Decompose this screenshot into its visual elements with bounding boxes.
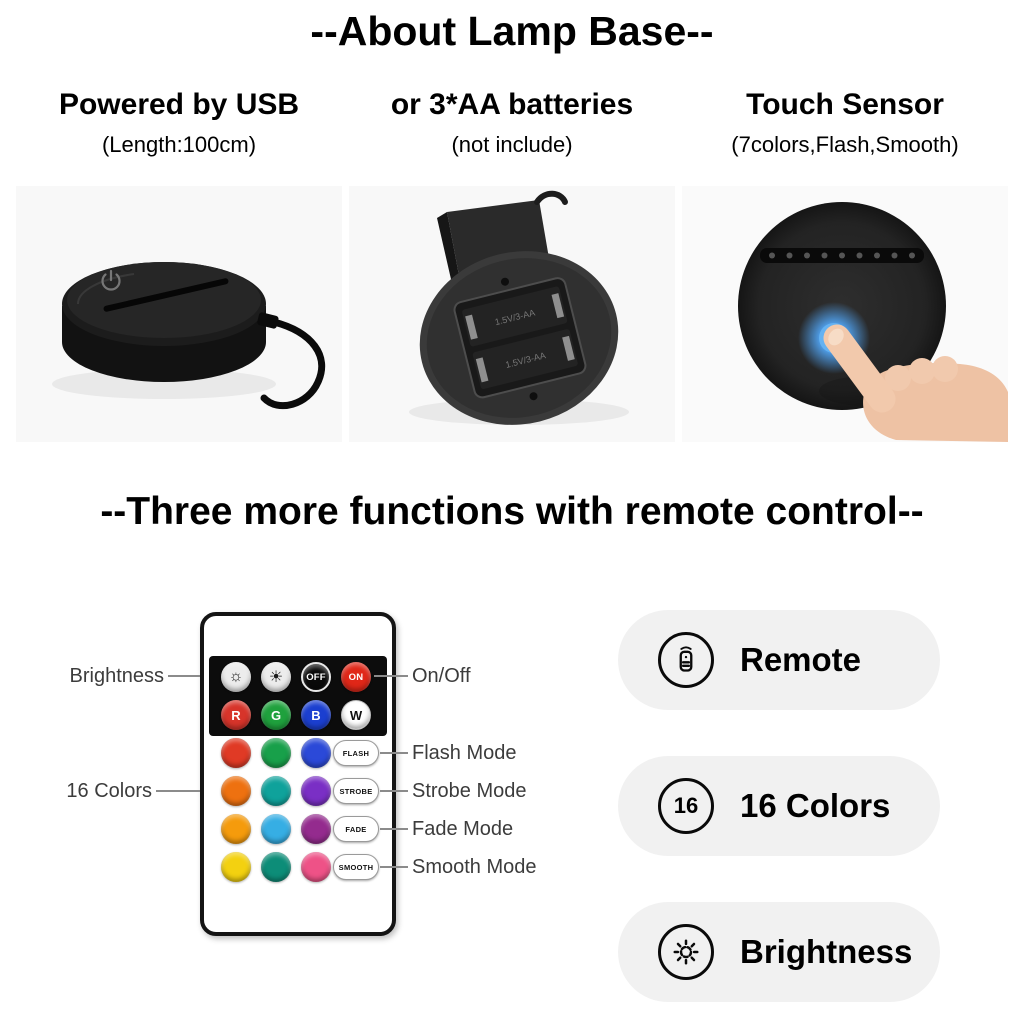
- color-button: [261, 738, 291, 768]
- usb-base-illustration: [16, 186, 342, 442]
- badge-label: 16 Colors: [740, 787, 891, 824]
- feature-heading: or 3*AA batteries: [390, 88, 634, 121]
- color-button: [301, 814, 331, 844]
- feature-usb: Powered by USB (Length:100cm): [16, 68, 342, 442]
- callout-flash-mode: Flash Mode: [412, 742, 517, 764]
- blue-button: B: [301, 700, 331, 730]
- color-button: [301, 738, 331, 768]
- badge-brightness: Brightness: [618, 902, 940, 1002]
- callout-strobe-mode: Strobe Mode: [412, 780, 527, 802]
- callout-line: [168, 675, 200, 677]
- fade-button: FADE: [333, 816, 379, 842]
- feature-heading: Powered by USB: [58, 88, 300, 121]
- feature-touch: Touch Sensor (7colors,Flash,Smooth): [682, 68, 1008, 442]
- green-button: G: [261, 700, 291, 730]
- flash-button: FLASH: [333, 740, 379, 766]
- on-button: ON: [341, 662, 371, 692]
- strobe-button: STROBE: [333, 778, 379, 804]
- color-button: [221, 814, 251, 844]
- color-button: [261, 852, 291, 882]
- callout-line: [380, 828, 408, 830]
- feature-heading: Touch Sensor: [746, 88, 944, 121]
- callout-line: [380, 752, 408, 754]
- count-16-icon: 16: [658, 778, 714, 834]
- brightness-down-button: ☼: [221, 662, 251, 692]
- battery-base-illustration: 1.5V/3-AA 1.5V/3-AA: [349, 186, 675, 442]
- feature-subtext: (not include): [451, 132, 573, 157]
- callout-16-colors: 16 Colors: [66, 780, 152, 802]
- brightness-down-icon: ☼: [228, 668, 244, 685]
- section-title-functions: --Three more functions with remote contr…: [100, 490, 924, 533]
- badge-remote: Remote: [618, 610, 940, 710]
- callout-fade-mode: Fade Mode: [412, 818, 514, 840]
- callout-line: [380, 866, 408, 868]
- color-button: [301, 852, 331, 882]
- usb-lamp-base-photo: [16, 186, 342, 442]
- color-button: [221, 776, 251, 806]
- color-button: [221, 738, 251, 768]
- badge-label: Brightness: [740, 933, 913, 970]
- battery-compartment-photo: 1.5V/3-AA 1.5V/3-AA: [349, 186, 675, 442]
- feature-battery: or 3*AA batteries (not include): [349, 68, 675, 442]
- section-title-about: --About Lamp Base--: [310, 8, 714, 54]
- callout-smooth-mode: Smooth Mode: [412, 856, 537, 878]
- white-button: W: [341, 700, 371, 730]
- finger: [823, 324, 1008, 442]
- smooth-button: SMOOTH: [333, 854, 379, 880]
- color-button: [261, 814, 291, 844]
- callout-line: [380, 790, 408, 792]
- color-button: [221, 852, 251, 882]
- brightness-up-button: ☀: [261, 662, 291, 692]
- red-button: R: [221, 700, 251, 730]
- callout-brightness: Brightness: [69, 665, 165, 687]
- color-button: [261, 776, 291, 806]
- touch-sensor-illustration: [682, 186, 1008, 442]
- remote-icon: [658, 632, 714, 688]
- remote-control: ☼ ☀ OFF ON R G B W FLASH STROBE FADE SMO…: [200, 612, 396, 936]
- callout-on-off: On/Off: [412, 665, 471, 687]
- badge-label: Remote: [740, 641, 862, 678]
- color-button: [301, 776, 331, 806]
- touch-sensor-photo: [682, 186, 1008, 442]
- power-icon: [101, 269, 121, 291]
- usb-cable: [260, 318, 326, 410]
- callout-line: [374, 675, 408, 677]
- feature-subtext: (7colors,Flash,Smooth): [731, 132, 959, 157]
- brightness-icon: [658, 924, 714, 980]
- off-button: OFF: [301, 662, 331, 692]
- brightness-up-icon: ☀: [268, 669, 284, 686]
- lamp-slot: [103, 278, 229, 312]
- feature-subtext: (Length:100cm): [101, 132, 257, 157]
- badge-16-colors: 16 16 Colors: [618, 756, 940, 856]
- callout-line: [156, 790, 200, 792]
